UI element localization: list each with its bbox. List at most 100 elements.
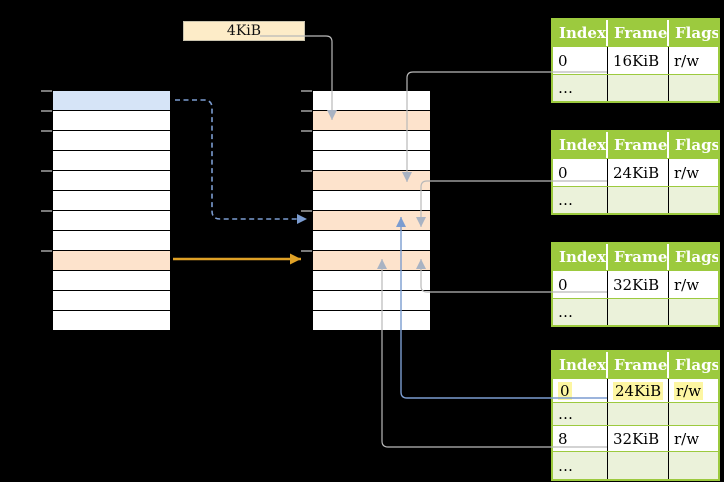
address-tick [301,210,312,212]
flags-cell [669,75,718,101]
flags-cell [669,403,718,425]
index-cell: 8 [553,426,608,451]
header-index: Index [553,352,608,378]
address-tick [41,90,52,92]
virtual-page-row [53,171,170,191]
physical-frame-row-mapped [313,111,430,131]
table-row: 8 32KiB r/w [553,425,718,451]
virtual-page-row [53,131,170,151]
page-table-4: Index Frame Flags 0 24KiB r/w … 8 32KiB … [551,350,720,481]
index-cell: … [553,452,608,479]
physical-frame-row [313,131,430,151]
header-frame: Frame [608,132,669,158]
highlighted-value: r/w [674,381,704,400]
page-table-3: Index Frame Flags 0 32KiB r/w … [551,242,720,327]
page-table-header: Index Frame Flags [553,352,718,378]
physical-frame-row-mapped [313,251,430,271]
virtual-page-row [53,311,170,330]
virtual-memory-column [52,90,171,331]
virtual-page-row [53,231,170,251]
header-frame: Frame [608,244,669,270]
table-row-ellipsis: … [553,186,718,213]
flags-cell: r/w [674,429,700,448]
flags-cell [669,187,718,213]
flags-cell [669,299,718,325]
index-cell: … [553,299,608,325]
frame-cell [608,187,669,213]
header-index: Index [553,244,608,270]
header-flags: Flags [675,24,718,42]
flags-cell: r/w [669,379,718,402]
frame-cell: 24KiB [608,379,669,402]
header-flags: Flags [675,136,718,154]
header-index: Index [553,132,608,158]
address-tick [301,250,312,252]
physical-frame-row [313,91,430,111]
virtual-to-physical-dashed-arrow [175,99,307,224]
virtual-page-row [53,211,170,231]
address-tick [301,170,312,172]
virtual-page-row [53,151,170,171]
physical-frame-row [313,231,430,251]
address-tick [41,130,52,132]
table-row-ellipsis: … [553,74,718,101]
frame-cell [608,299,669,325]
frame-cell: 24KiB [608,159,669,186]
address-tick [41,210,52,212]
address-tick [41,110,52,112]
header-index: Index [553,20,608,46]
virtual-page-row [53,191,170,211]
physical-frame-row-mapped [313,211,430,231]
highlighted-value: 24KiB [613,381,664,400]
table-row: 0 32KiB r/w [553,270,718,298]
page-table-2: Index Frame Flags 0 24KiB r/w … [551,130,720,215]
address-tick [41,250,52,252]
virtual-page-row-highlight-orange [53,251,170,271]
virtual-page-row-highlight-blue [53,91,170,111]
page-size-label: 4KiB [183,21,305,41]
header-frame: Frame [608,20,669,46]
address-tick [301,130,312,132]
page-table-header: Index Frame Flags [553,244,718,270]
virtual-page-row [53,291,170,311]
physical-frame-row [313,191,430,211]
table-row: 0 24KiB r/w [553,158,718,186]
table-row-ellipsis: … [553,451,718,479]
physical-frame-row [313,151,430,171]
virtual-page-row [53,111,170,131]
index-cell: … [553,403,608,425]
frame-cell [608,403,669,425]
header-flags: Flags [675,356,718,374]
address-tick [301,90,312,92]
highlighted-value: 0 [558,381,572,400]
index-cell: 0 [553,379,608,402]
frame-cell [608,452,669,479]
virtual-page-row [53,271,170,291]
index-cell: 0 [553,47,608,74]
index-cell: … [553,75,608,101]
flags-cell: r/w [674,51,700,70]
table-row: 0 16KiB r/w [553,46,718,74]
header-frame: Frame [608,352,669,378]
physical-memory-column [312,90,431,331]
page-table-1: Index Frame Flags 0 16KiB r/w … [551,18,720,103]
frame-cell: 32KiB [608,271,669,298]
physical-frame-row [313,311,430,330]
flags-cell: r/w [674,275,700,294]
page-table-header: Index Frame Flags [553,132,718,158]
physical-frame-row [313,291,430,311]
physical-frame-row-mapped [313,171,430,191]
table-row-highlighted: 0 24KiB r/w [553,378,718,402]
index-cell: … [553,187,608,213]
index-cell: 0 [553,159,608,186]
table-row-ellipsis: … [553,402,718,425]
index-cell: 0 [553,271,608,298]
flags-cell [669,452,718,479]
frame-cell: 16KiB [608,47,669,74]
frame-cell [608,75,669,101]
address-tick [41,170,52,172]
address-tick [301,110,312,112]
frame-cell: 32KiB [608,426,669,451]
page-table-header: Index Frame Flags [553,20,718,46]
